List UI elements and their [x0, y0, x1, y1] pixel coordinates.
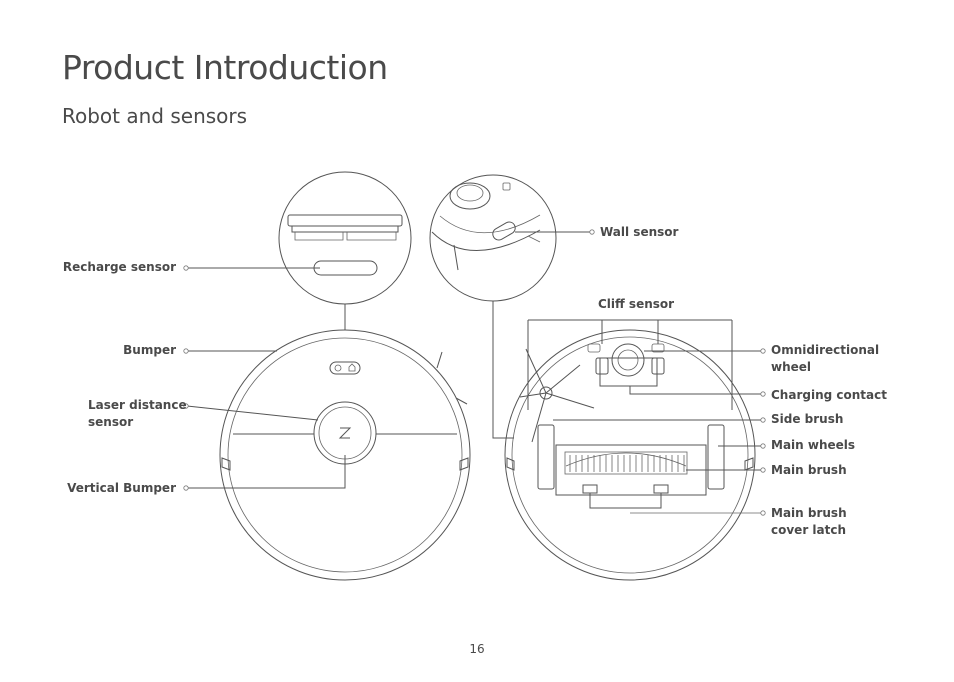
- robot-bottom-view: [429, 174, 756, 581]
- robot-top-view: [219, 171, 471, 581]
- label-laser-distance-sensor: Laser distance sensor: [88, 398, 187, 429]
- label-bumper: Bumper: [123, 343, 176, 357]
- label-wall-sensor: Wall sensor: [600, 225, 679, 239]
- label-main-brush-cover-latch: Main brush cover latch: [771, 506, 847, 537]
- label-side-brush: Side brush: [771, 412, 844, 426]
- page-subtitle: Robot and sensors: [62, 104, 248, 128]
- label-omnidirectional-wheel: Omnidirectional wheel: [771, 343, 880, 374]
- page-number: 16: [469, 642, 485, 656]
- label-main-brush: Main brush: [771, 463, 847, 477]
- label-vertical-bumper: Vertical Bumper: [67, 481, 176, 495]
- page-title: Product Introduction: [62, 48, 388, 87]
- label-cliff-sensor: Cliff sensor: [598, 297, 675, 311]
- label-recharge-sensor: Recharge sensor: [62, 260, 176, 274]
- label-main-wheels: Main wheels: [771, 438, 856, 452]
- label-charging-contact: Charging contact: [771, 388, 887, 402]
